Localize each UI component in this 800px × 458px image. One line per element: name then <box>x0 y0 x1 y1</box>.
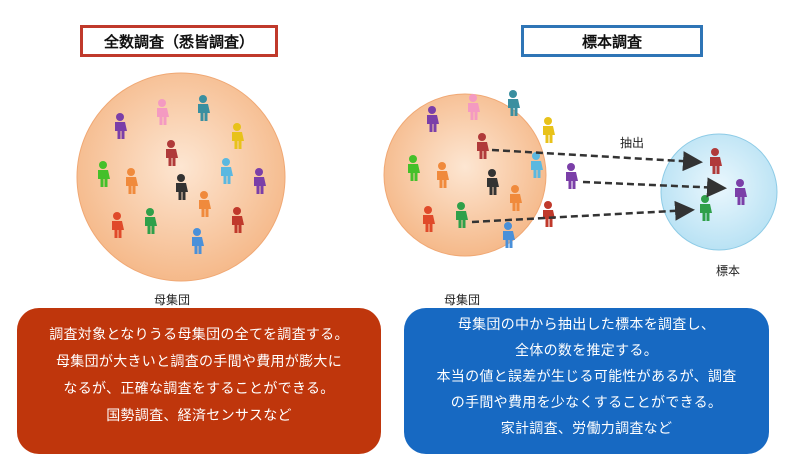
person-icon <box>543 117 555 143</box>
sample-description-line: 家計調査、労働力調査など <box>500 421 673 437</box>
extract-label: 抽出 <box>620 136 645 150</box>
census-description-line: なるが、正確な調査をすることができる。 <box>63 381 335 397</box>
census-description-line: 国勢調査、経済センサスなど <box>106 408 292 424</box>
sample-description-line: の手間や費用を少なくすることができる。 <box>450 395 723 411</box>
census-title: 全数調査（悉皆調査） <box>80 25 278 57</box>
sample-description-line: 全体の数を推定する。 <box>515 343 658 359</box>
population-label-right: 母集団 <box>444 293 481 307</box>
population-circle-right <box>383 93 547 257</box>
census-description-line: 母集団が大きいと調査の手間や費用が膨大に <box>56 354 342 370</box>
dashed-arrow-icon <box>582 177 727 198</box>
population-label-left: 母集団 <box>154 293 191 307</box>
sample-description-line: 本当の値と誤差が生じる可能性があるが、調査 <box>436 369 737 385</box>
sample-survey-description-panel: 母集団の中から抽出した標本を調査し、 全体の数を推定する。 本当の値と誤差が生じ… <box>404 308 769 454</box>
sample-circle <box>660 133 778 251</box>
person-icon <box>543 201 555 227</box>
sample-label: 標本 <box>716 264 741 278</box>
person-icon <box>566 163 578 189</box>
dashed-arrow-icon <box>491 148 703 172</box>
sample-survey-title: 標本調査 <box>521 25 703 57</box>
census-description-panel: 調査対象となりうる母集団の全てを調査する。 母集団が大きいと調査の手間や費用が膨… <box>17 308 381 454</box>
dashed-arrow-icon <box>471 200 695 224</box>
extraction-arrows <box>471 148 727 224</box>
census-description-line: 調査対象となりうる母集団の全てを調査する。 <box>49 327 349 343</box>
sample-description-line: 母集団の中から抽出した標本を調査し、 <box>457 317 716 333</box>
